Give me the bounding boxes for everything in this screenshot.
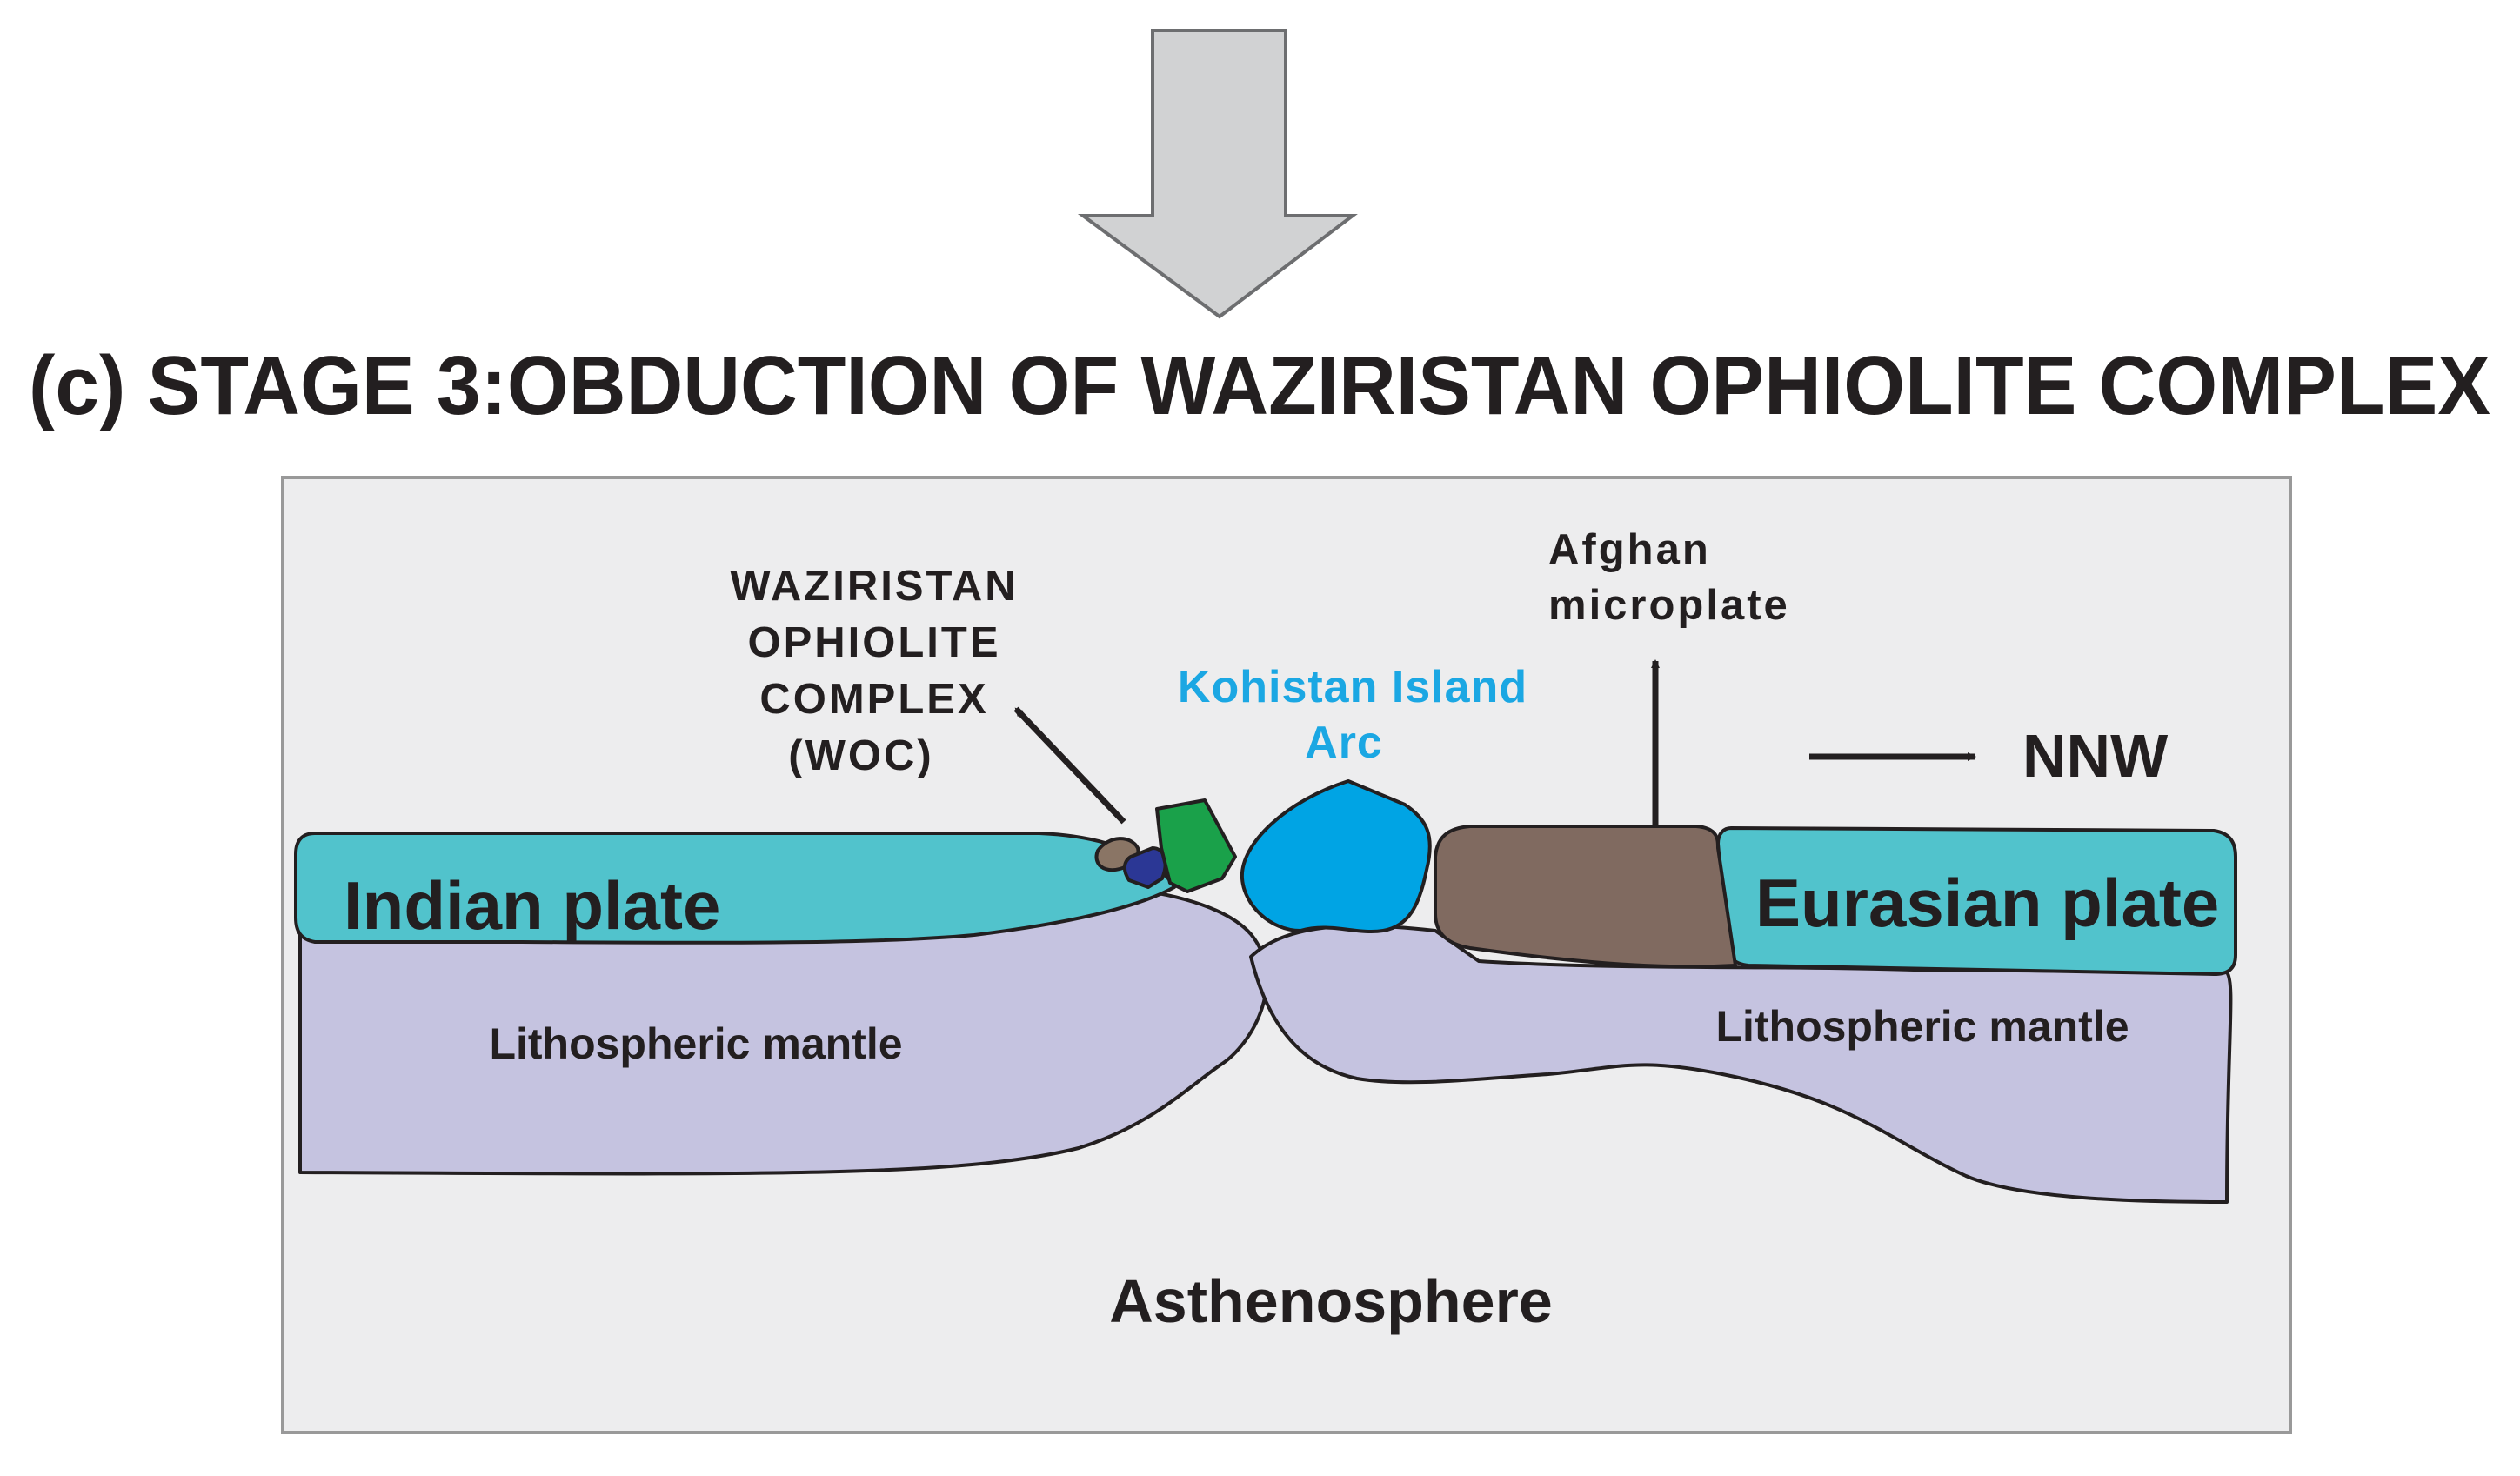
woc-label-line1: WAZIRISTAN — [730, 563, 1018, 610]
diagram-title: (c) STAGE 3:OBDUCTION OF WAZIRISTAN OPHI… — [29, 339, 2490, 432]
eurasian-plate — [1716, 826, 2237, 976]
afghan-label-line1: Afghan — [1548, 526, 1711, 573]
afghan-microplate — [1434, 825, 1737, 969]
ophiolite-green-block — [1155, 798, 1237, 893]
kohistan-island-arc — [1240, 779, 1432, 934]
woc-label-line4: (WOC) — [788, 732, 933, 779]
eurasian-plate-label: Eurasian plate — [1755, 865, 2219, 941]
eurasian-lithospheric-mantle — [1249, 924, 2233, 1204]
kohistan-label-line1: Kohistan Island — [1178, 662, 1527, 712]
asthenosphere-label: Asthenosphere — [1109, 1267, 1553, 1335]
direction-label: NNW — [2022, 722, 2168, 790]
afghan-label-line2: microplate — [1548, 582, 1790, 629]
up-left-arrow-icon — [1013, 706, 1126, 825]
kohistan-label-line2: Arc — [1305, 718, 1383, 768]
woc-label-line2: OPHIOLITE — [747, 619, 1000, 666]
down-arrow-icon — [1077, 29, 1358, 319]
indian-lithospheric-mantle — [298, 885, 1269, 1176]
woc-label-line3: COMPLEX — [759, 676, 988, 723]
lithospheric-mantle-left-label: Lithospheric mantle — [489, 1019, 902, 1068]
indian-plate-label: Indian plate — [344, 867, 720, 944]
ophiolite-blue-block — [1123, 846, 1167, 889]
lithospheric-mantle-right-label: Lithospheric mantle — [1715, 1002, 2129, 1051]
